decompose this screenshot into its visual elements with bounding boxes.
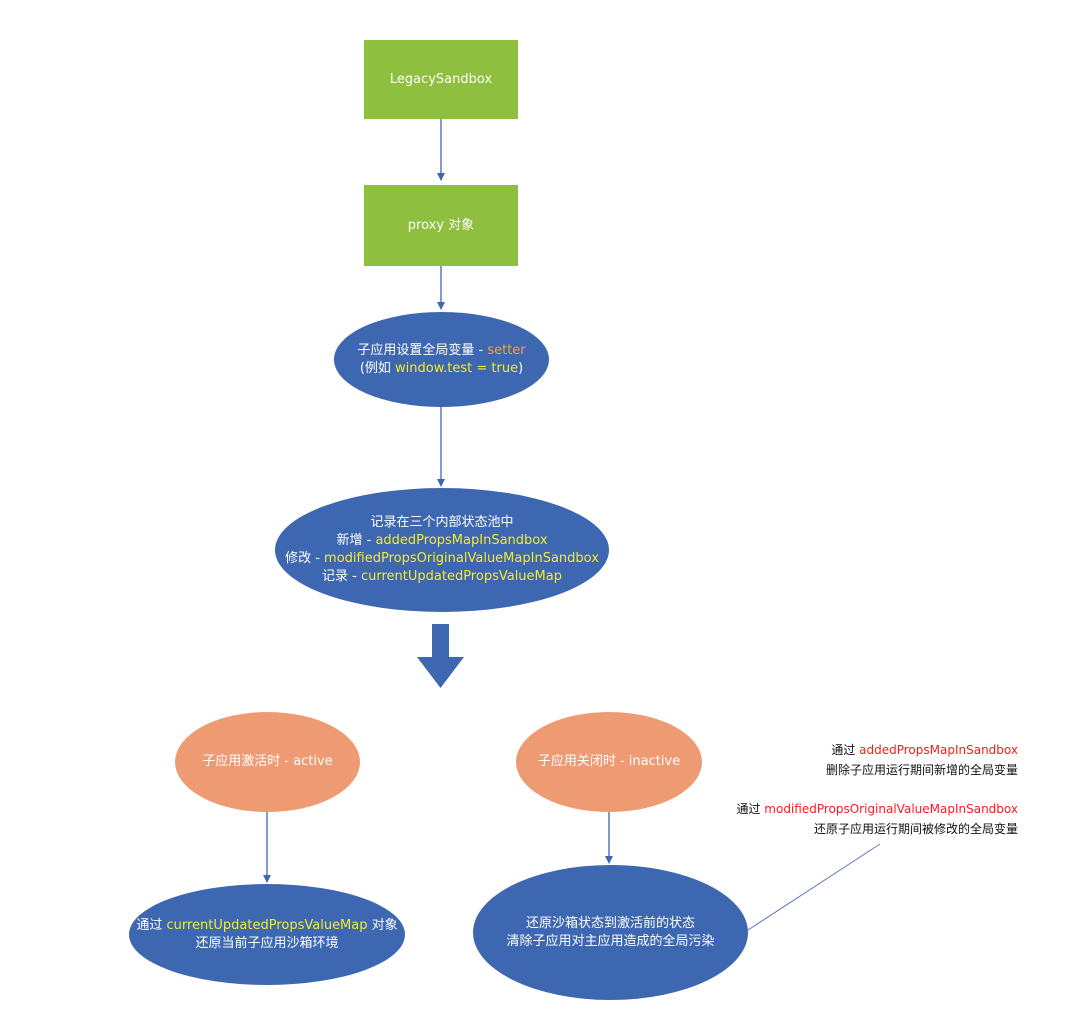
legacy-sandbox-node: LegacySandbox xyxy=(364,40,518,119)
restore-inactive-line1: 还原沙箱状态到激活前的状态 xyxy=(525,915,695,931)
setter-method: setter xyxy=(487,342,526,358)
proxy-node: proxy 对象 xyxy=(364,185,518,266)
record-title: 记录在三个内部状态池中 xyxy=(370,515,514,530)
big-down-arrow-icon xyxy=(417,624,464,688)
restore-inactive-line2: 清除子应用对主应用造成的全局污染 xyxy=(506,933,715,949)
record-row-added: 新增 - addedPropsMapInSandbox xyxy=(336,533,548,548)
active-node: 子应用激活时 - active xyxy=(175,712,360,812)
record-node: 记录在三个内部状态池中 新增 - addedPropsMapInSandbox … xyxy=(275,488,609,612)
note-modified-line1: 通过 modifiedPropsOriginalValueMapInSandbo… xyxy=(736,802,1018,816)
legacy-sandbox-label: LegacySandbox xyxy=(389,71,493,87)
restore-active-line2: 还原当前子应用沙箱环境 xyxy=(195,935,339,951)
note-added-line2: 删除子应用运行期间新增的全局变量 xyxy=(825,763,1018,777)
restore-active-node: 通过 currentUpdatedPropsValueMap 对象 还原当前子应… xyxy=(129,884,405,985)
note-added-line1: 通过 addedPropsMapInSandbox xyxy=(831,743,1018,757)
active-label: 子应用激活时 - active xyxy=(202,754,333,769)
note-modified-line2: 还原子应用运行期间被修改的全局变量 xyxy=(813,822,1018,836)
proxy-label: proxy 对象 xyxy=(407,217,475,233)
setter-example-line: (例如 window.test = true) xyxy=(359,360,524,376)
record-row-current: 记录 - currentUpdatedPropsValueMap xyxy=(322,569,562,584)
setter-node: 子应用设置全局变量 - setter (例如 window.test = tru… xyxy=(334,312,549,407)
inactive-node: 子应用关闭时 - inactive xyxy=(516,712,702,812)
setter-example-code: window.test = true xyxy=(395,360,519,376)
note-connector-line xyxy=(747,843,881,931)
restore-active-line1: 通过 currentUpdatedPropsValueMap 对象 xyxy=(136,917,398,933)
record-row-modified: 修改 - modifiedPropsOriginalValueMapInSand… xyxy=(285,551,599,566)
note-modified: 通过 modifiedPropsOriginalValueMapInSandbo… xyxy=(736,799,1018,839)
note-added: 通过 addedPropsMapInSandbox 删除子应用运行期间新增的全局… xyxy=(826,740,1018,780)
setter-line: 子应用设置全局变量 - setter xyxy=(357,342,526,358)
restore-inactive-node: 还原沙箱状态到激活前的状态 清除子应用对主应用造成的全局污染 xyxy=(473,865,748,1000)
inactive-label: 子应用关闭时 - inactive xyxy=(537,754,681,769)
